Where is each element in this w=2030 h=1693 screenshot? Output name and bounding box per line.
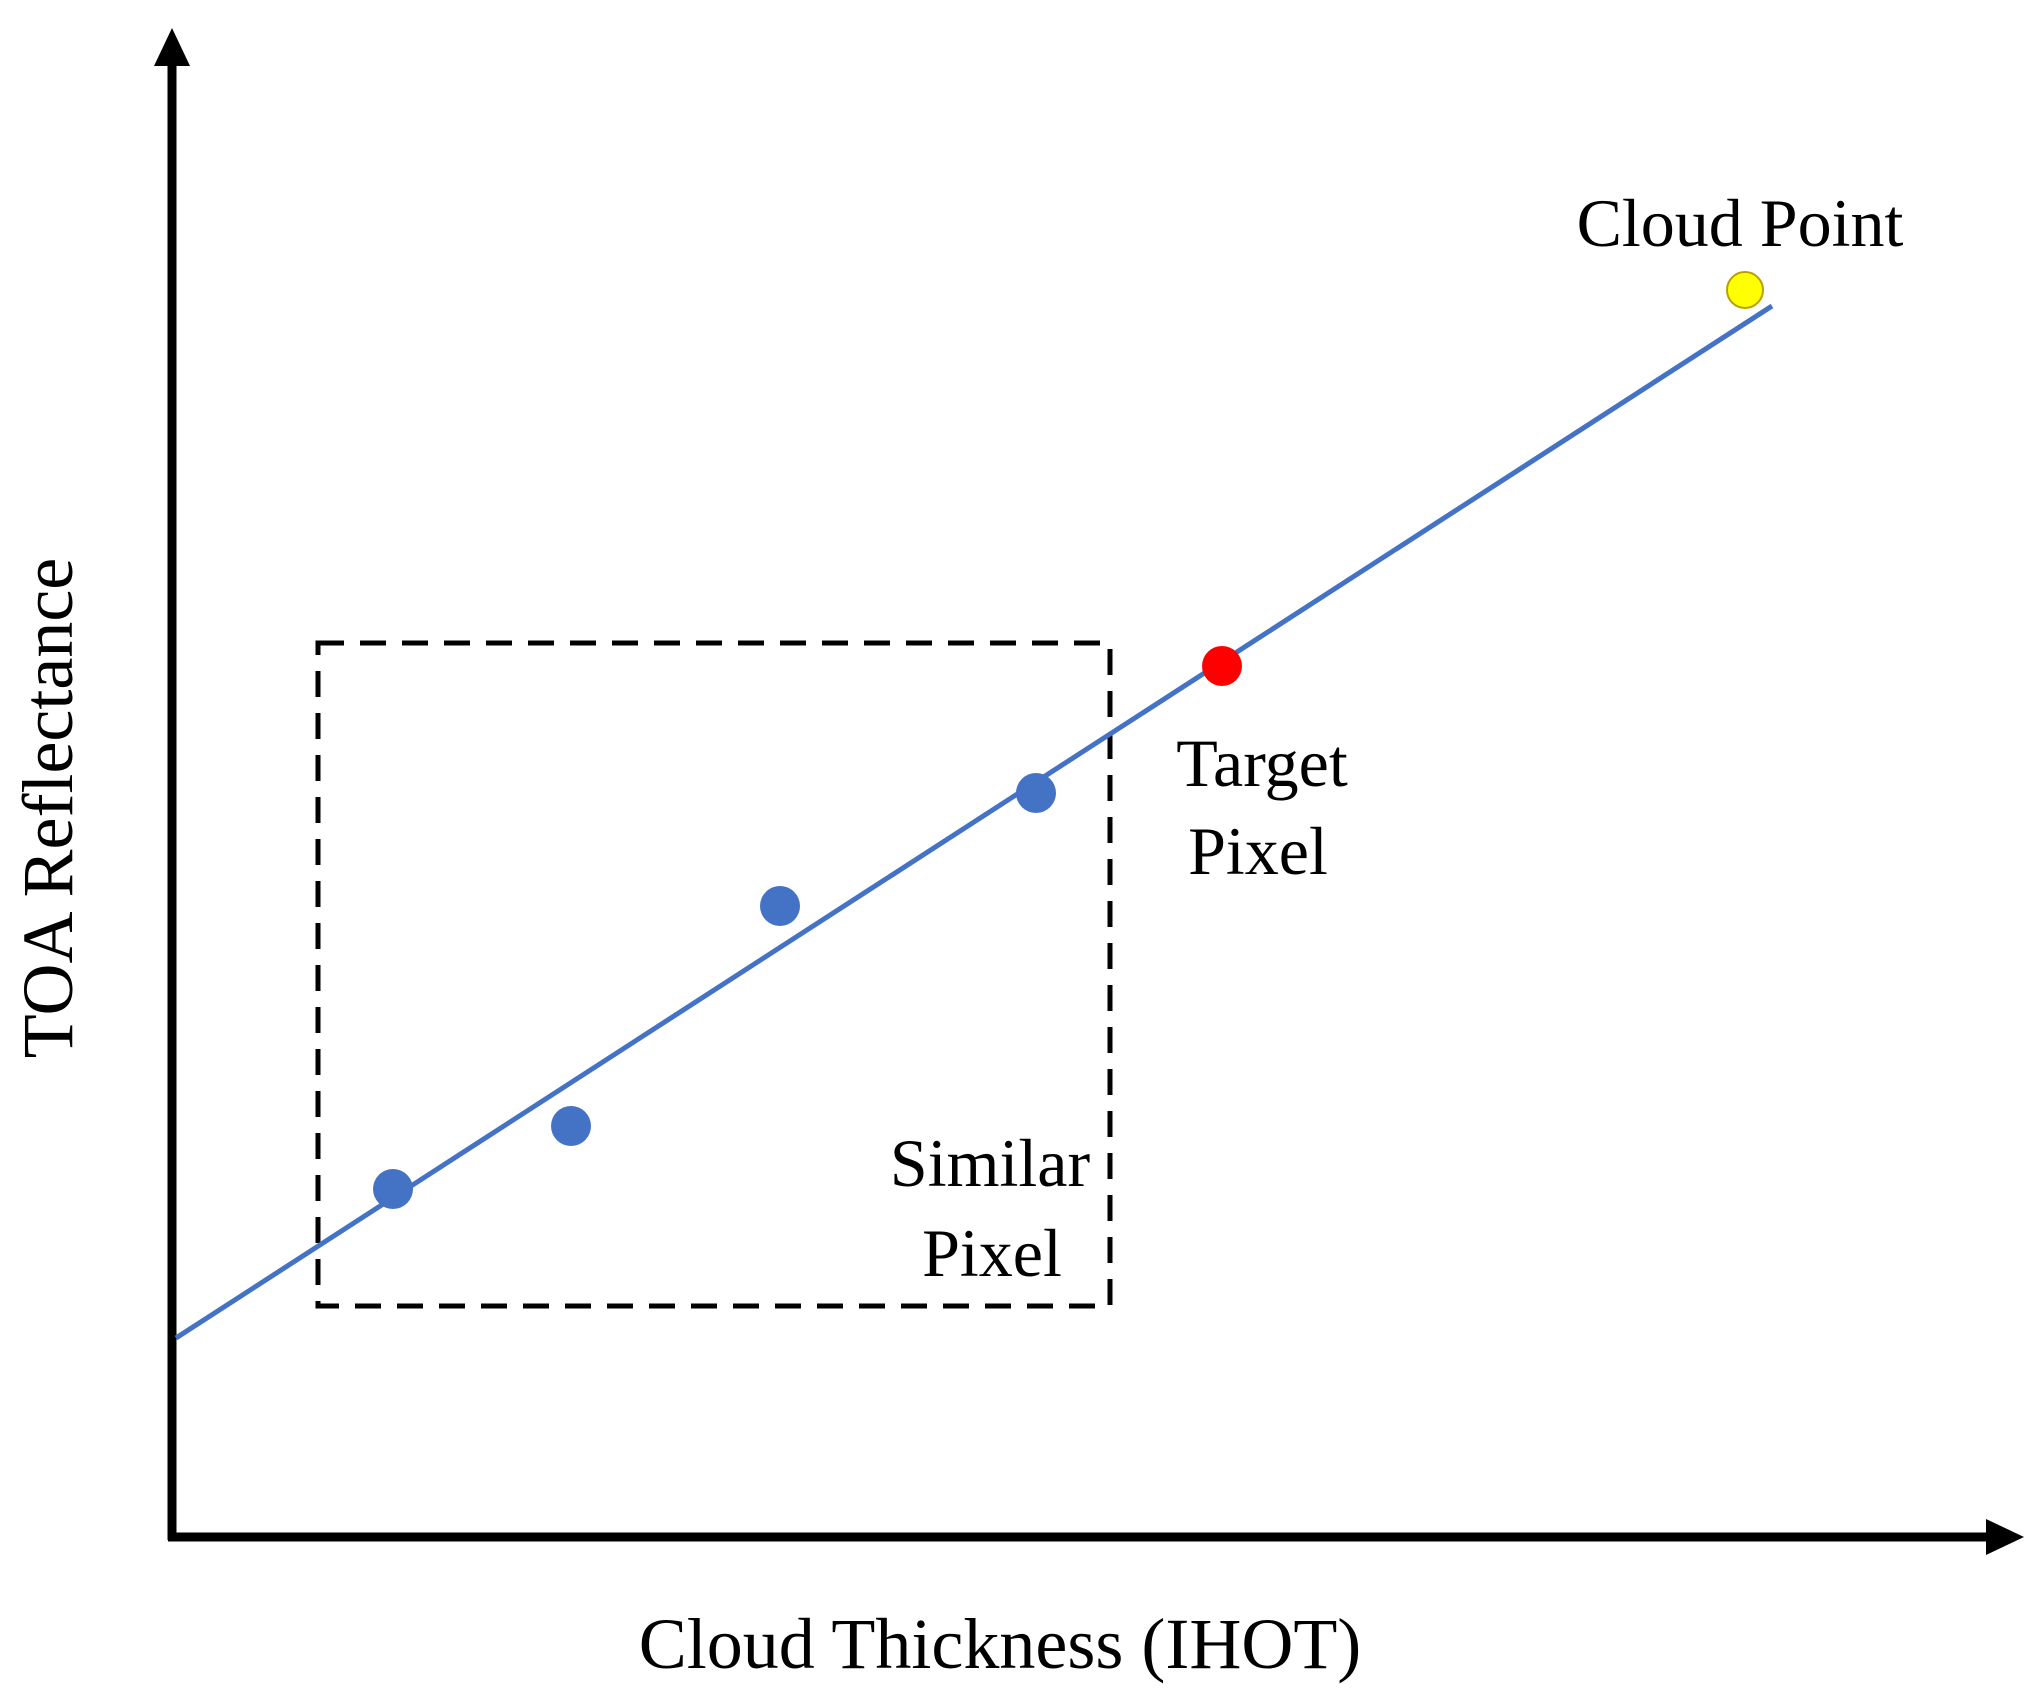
target-pixel-label-line2: Pixel [1188,813,1328,889]
similar-pixel-point [373,1169,413,1209]
x-axis-arrow-icon [1986,1519,2024,1555]
similar-pixel-window [315,640,1113,1309]
similar-pixel-point [551,1106,591,1146]
similar-pixel-label-line1: Similar [890,1125,1091,1201]
y-axis-label: TOA Reflectance [8,558,88,1058]
similar-pixel-label-line2: Pixel [922,1215,1062,1291]
x-axis-label: Cloud Thickness (IHOT) [639,1604,1362,1684]
similar-pixel-point [760,886,800,926]
target-pixel-point [1202,646,1242,686]
cloud-point-label: Cloud Point [1577,185,1904,261]
regression-line [174,303,1774,1341]
y-axis-arrow-icon [154,28,190,66]
target-pixel-label-line1: Target [1176,725,1348,801]
similar-pixel-point [1016,773,1056,813]
cloud-point-marker [1726,271,1764,309]
